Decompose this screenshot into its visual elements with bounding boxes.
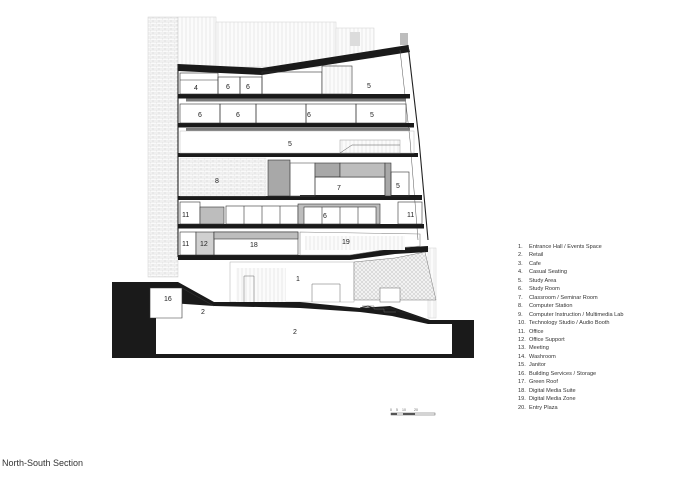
room-label: 11 (407, 212, 414, 219)
level-5 (179, 98, 410, 131)
room-label: 6 (226, 84, 230, 91)
scale-label: 5 (396, 408, 398, 412)
legend-item: 8.Computer Station (518, 303, 573, 310)
room-label: 2 (293, 329, 297, 336)
room-label: 6 (198, 112, 202, 119)
legend-item: 6.Study Room (518, 286, 560, 293)
entrance-hall (229, 251, 437, 303)
room-label: 2 (201, 309, 205, 316)
room-label: 8 (215, 178, 219, 185)
legend-item: 16.Building Services / Storage (518, 370, 597, 377)
room-label: 5 (370, 112, 374, 119)
legend-item: 1.Entrance Hall / Events Space (518, 244, 602, 250)
room-label: 1 (296, 276, 300, 283)
level-4 (179, 130, 415, 154)
room-label: 19 (342, 239, 350, 246)
room-label: 18 (250, 242, 258, 249)
scale-label: 0 (390, 408, 392, 412)
room-label: 5 (396, 183, 400, 190)
level-3 (179, 157, 410, 197)
scale-bar (390, 412, 436, 416)
level-1 (179, 231, 421, 256)
legend-item: 12.Office Support (518, 336, 565, 343)
scale-label: 10 (402, 408, 406, 412)
green-roof (178, 45, 410, 75)
room-label: 6 (236, 112, 240, 119)
legend-item: 11.Office (518, 328, 544, 335)
room-label: 4 (194, 85, 198, 92)
legend-item: 2.Retail (518, 252, 544, 259)
legend-item: 19.Digital Media Zone (518, 396, 576, 403)
room-label: 11 (182, 241, 189, 248)
level-6 (179, 65, 353, 95)
scale-label: 20 (414, 408, 418, 412)
basement (112, 282, 474, 358)
room-label: 16 (164, 296, 172, 303)
room-label: 6 (246, 84, 250, 91)
drawing-title: North-South Section (2, 458, 84, 468)
legend-item: 13.Meeting (518, 345, 549, 352)
legend-item: 5.Study Area (518, 277, 557, 284)
legend-item: 17.Green Roof (518, 379, 558, 386)
legend-item: 10.Technology Studio / Audio Booth (518, 320, 610, 327)
room-label: 6 (307, 112, 311, 119)
legend-item: 14.Washroom (518, 353, 556, 360)
legend-item: 18.Digital Media Suite (518, 387, 576, 394)
legend-item: 4.Casual Seating (518, 269, 567, 276)
room-label: 11 (182, 212, 189, 219)
room-label: 5 (367, 83, 371, 90)
legend-item: 15.Janitor (518, 362, 546, 369)
level-2 (179, 201, 423, 225)
legend-item: 7.Classroom / Seminar Room (518, 294, 598, 301)
room-label: 7 (337, 185, 341, 192)
legend-item: 9.Computer Instruction / Multimedia Lab (518, 311, 624, 318)
legend-item: 20.Entry Plaza (518, 404, 558, 411)
room-label: 12 (200, 241, 208, 248)
room-labels: 4 6 6 5 6 6 6 5 5 8 7 5 11 6 11 11 12 18… (164, 83, 414, 336)
legend-item: 3.Cafe (518, 260, 541, 267)
room-label: 6 (323, 213, 327, 220)
legend: 1.Entrance Hall / Events Space 2.Retail … (518, 243, 624, 412)
room-label: 5 (288, 141, 292, 148)
